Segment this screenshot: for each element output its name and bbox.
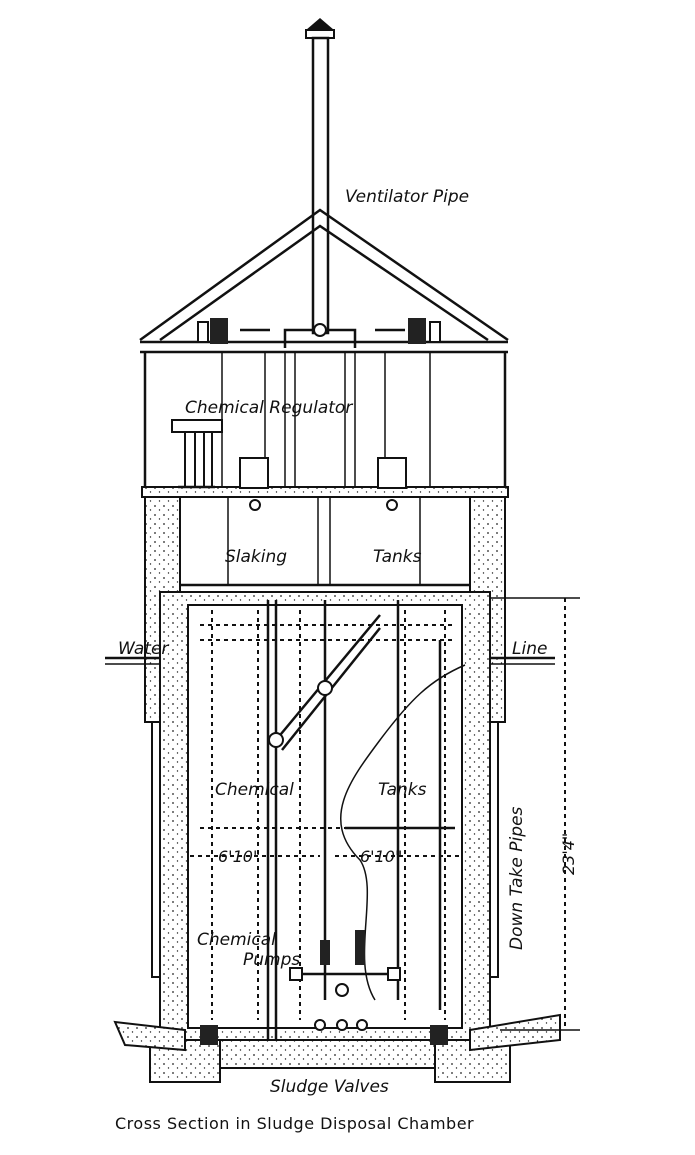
base-foundation — [113, 1013, 561, 1083]
label-down-take-pipes: Down Take Pipes — [507, 806, 527, 950]
chemical-regulator — [171, 419, 223, 489]
ventilator-pipe — [305, 18, 335, 335]
label-chemical-pumps-2: Pumps — [243, 950, 300, 970]
dimension-height: 23'4" — [559, 833, 578, 875]
label-slaking: Slaking — [225, 547, 287, 567]
figure-caption: Cross Section in Sludge Disposal Chamber — [115, 1114, 474, 1133]
regulator-valves — [197, 318, 441, 348]
label-chemical-regulator: Chemical Regulator — [185, 398, 353, 418]
upper-room — [141, 352, 509, 498]
label-line: Line — [512, 639, 547, 659]
label-ventilator-pipe: Ventilator Pipe — [345, 187, 469, 207]
label-tanks-upper: Tanks — [373, 547, 422, 567]
water-line — [105, 656, 555, 665]
dimension-right-width: 6'10" — [360, 847, 402, 866]
down-take-pipes — [151, 721, 499, 978]
dimension-lines — [190, 597, 580, 1031]
label-chemical-pumps-1: Chemical — [197, 930, 276, 950]
label-chemical: Chemical — [215, 780, 294, 800]
chemical-tank-chamber — [159, 591, 491, 1041]
label-sludge-valves: Sludge Valves — [270, 1077, 389, 1097]
dimension-left-width: 6'10" — [218, 847, 260, 866]
label-water: Water — [118, 639, 169, 659]
label-tanks-lower: Tanks — [378, 780, 427, 800]
